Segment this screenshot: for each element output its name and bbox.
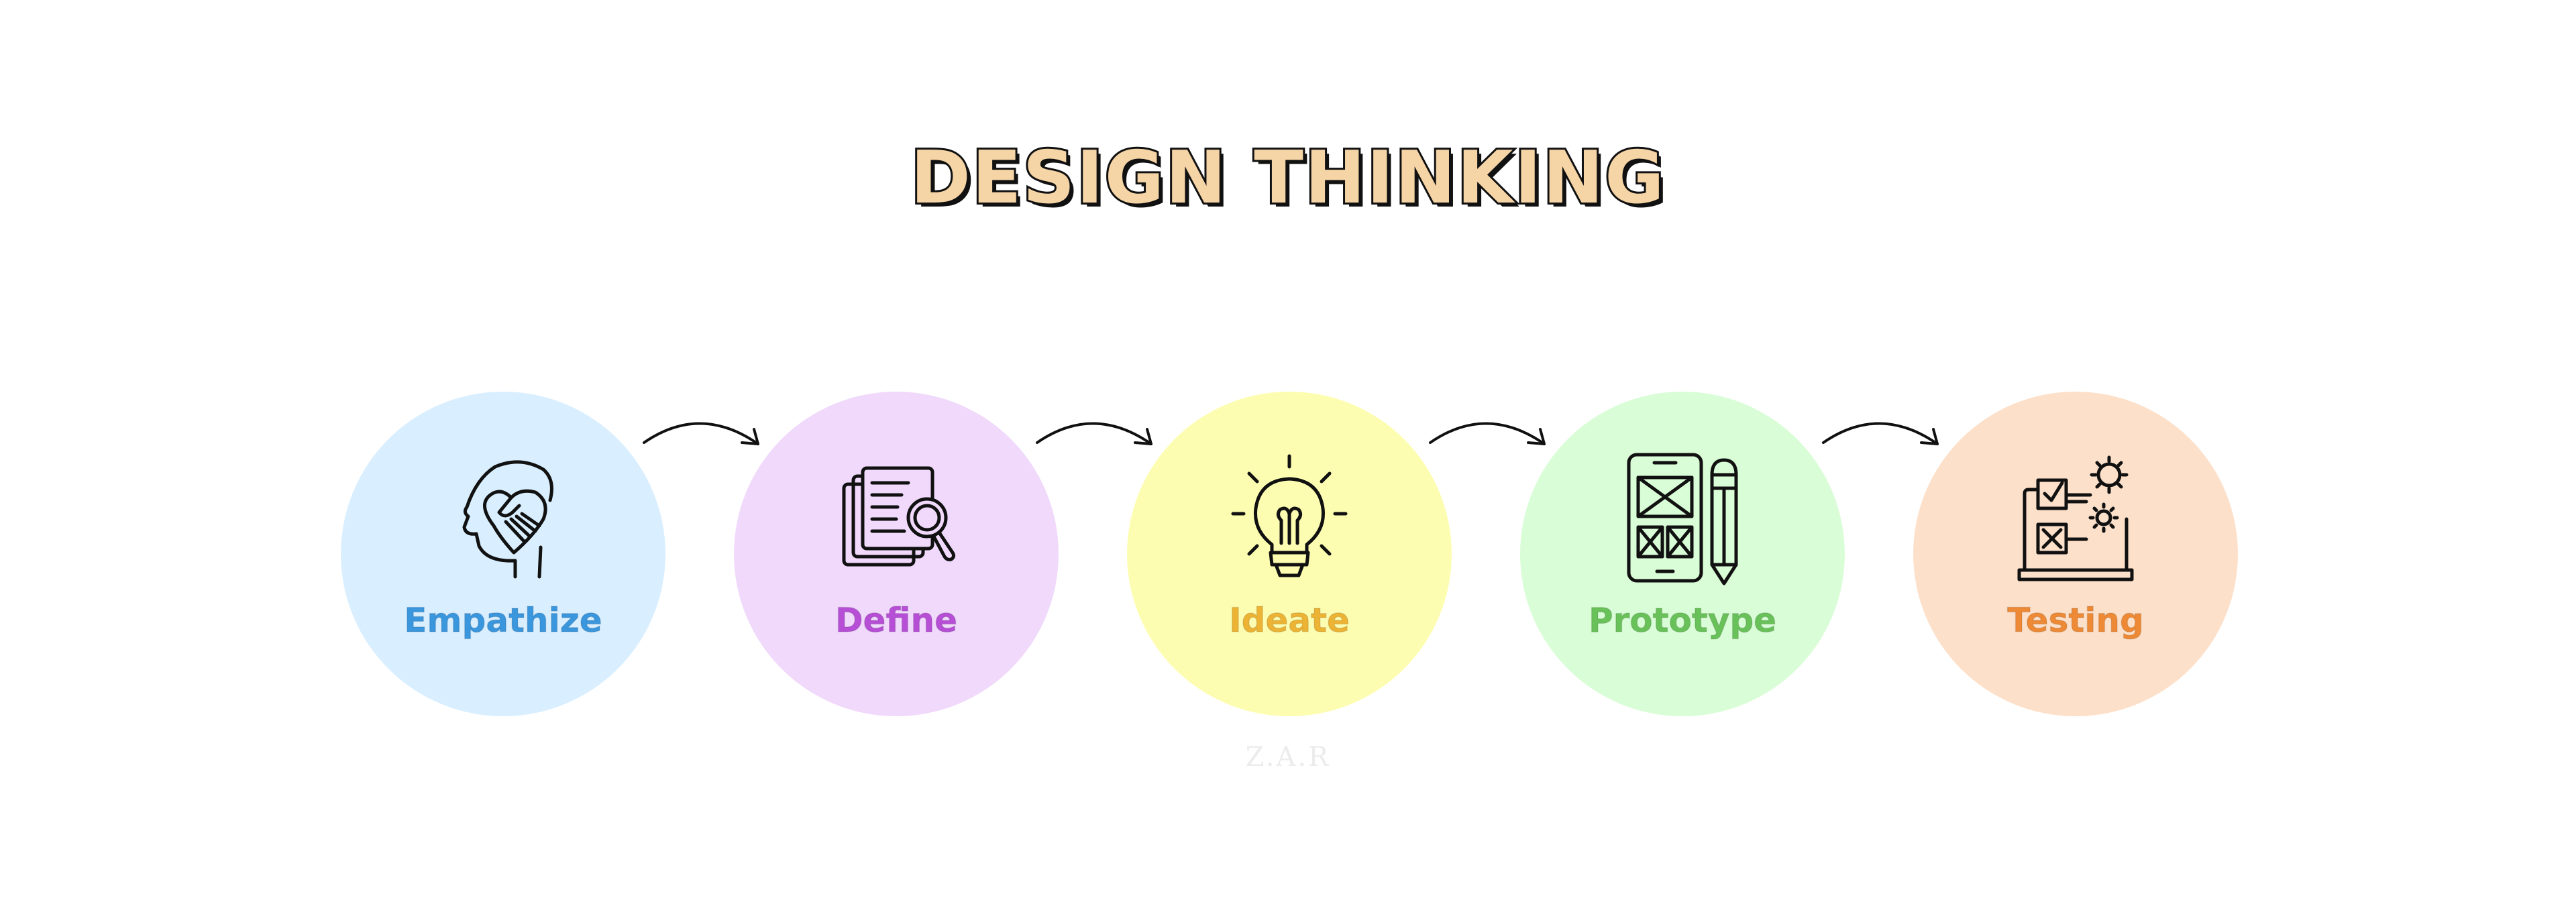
step-label-prototype: Prototype — [1588, 601, 1777, 640]
watermark: Z.A.R — [1245, 742, 1331, 773]
flow-arrow-1 — [640, 410, 767, 451]
step-circle-empathize: Empathize — [341, 392, 665, 716]
step-label-ideate: Ideate — [1228, 601, 1350, 640]
lightbulb-icon — [1222, 452, 1356, 586]
laptop-checklist-gears-icon — [2008, 452, 2143, 586]
head-heart-handshake-icon — [436, 452, 570, 586]
step-circle-testing: Testing — [1913, 392, 2238, 716]
flow-arrow-4 — [1819, 410, 1947, 451]
flow-arrow-3 — [1426, 410, 1554, 451]
step-label-empathize: Empathize — [404, 601, 603, 640]
flow-arrow-2 — [1033, 410, 1161, 451]
step-circle-define: Define — [734, 392, 1059, 716]
step-circle-ideate: Ideate — [1127, 392, 1452, 716]
step-label-testing: Testing — [2006, 601, 2144, 640]
step-circle-prototype: Prototype — [1520, 392, 1845, 716]
documents-magnifier-icon — [829, 452, 963, 586]
phone-wireframe-pencil-icon — [1615, 452, 1750, 586]
step-label-define: Define — [835, 601, 957, 640]
page-title: DESIGN THINKING — [908, 136, 1666, 220]
